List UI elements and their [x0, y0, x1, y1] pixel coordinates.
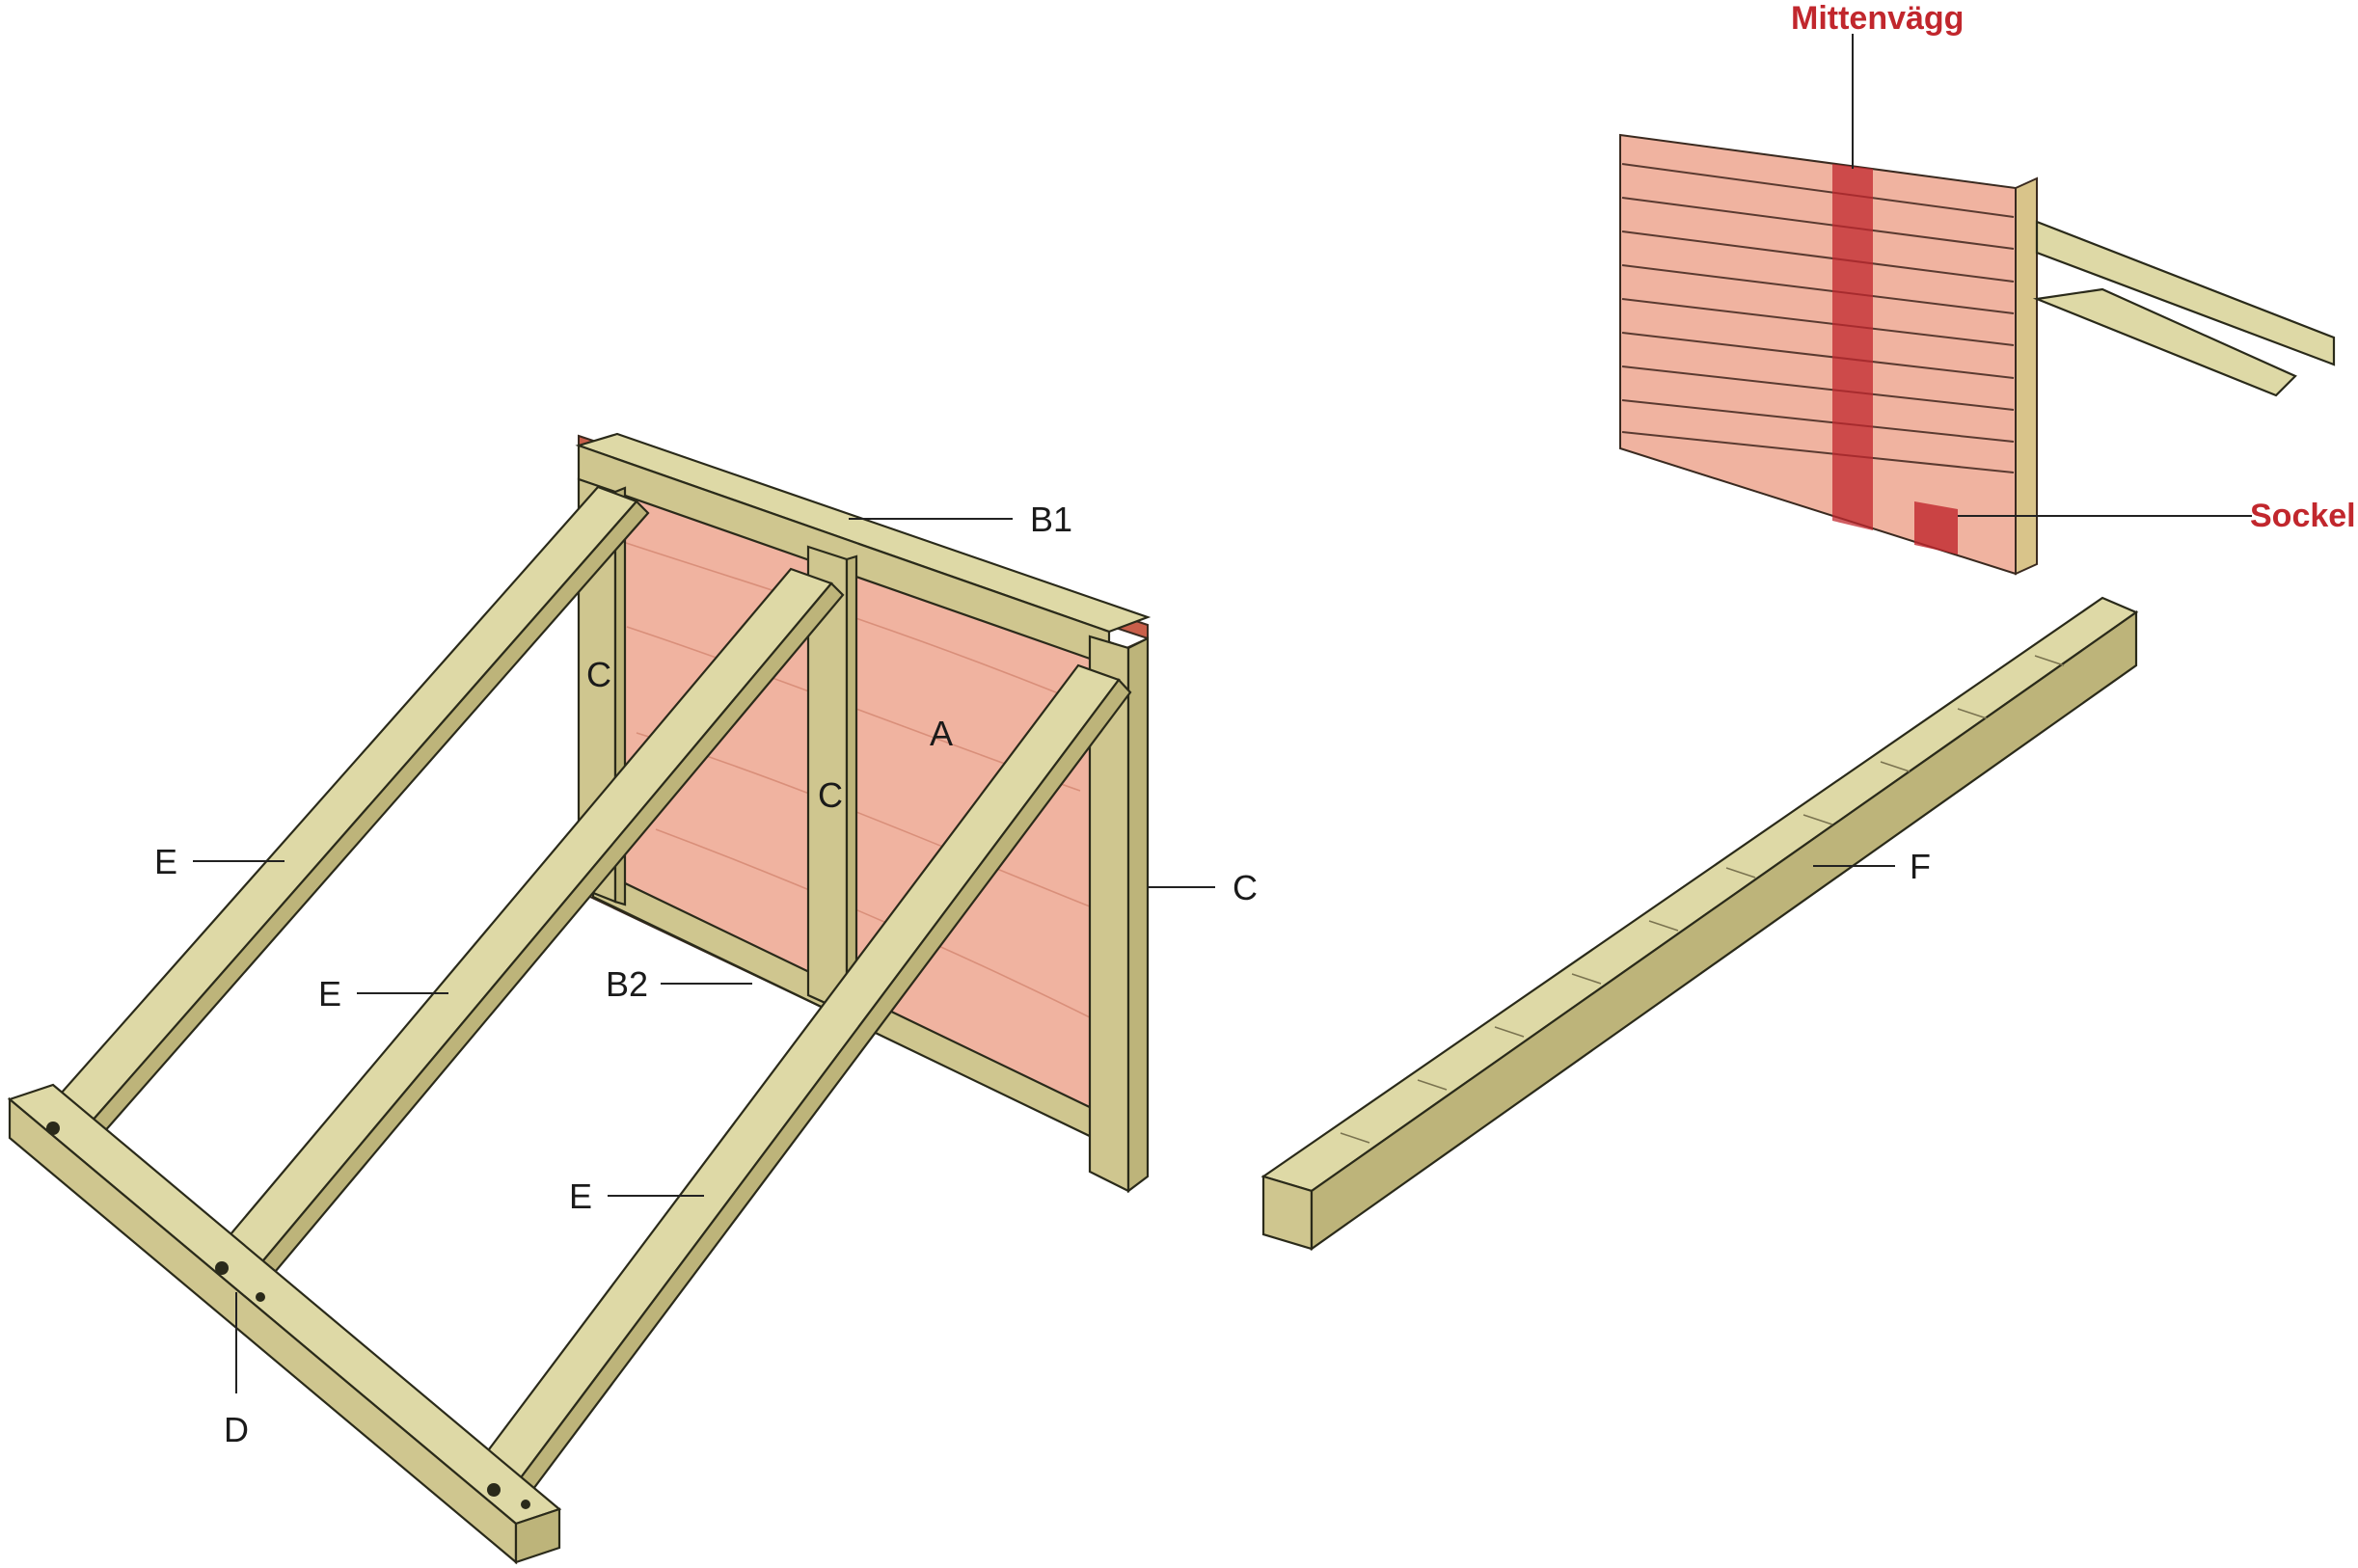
- label-d: D: [224, 1410, 249, 1449]
- sockel-block: [1914, 501, 1958, 554]
- label-a: A: [930, 714, 953, 753]
- brace-e-upper: [37, 485, 638, 1140]
- siding-lines: [1621, 163, 2015, 473]
- label-c-middle: C: [818, 775, 843, 815]
- label-sockel: Sockel: [2250, 498, 2356, 534]
- mittenvagg-strip: [1832, 164, 1873, 530]
- label-c-left: C: [586, 655, 611, 694]
- label-mittenvagg: Mittenvägg: [1791, 0, 1964, 37]
- label-e-upper: E: [154, 842, 177, 881]
- leader-lines: [193, 34, 2252, 1393]
- frame-assembly: [7, 432, 1152, 1565]
- label-e-middle: E: [318, 974, 341, 1014]
- wall-panel-assembly: [1619, 133, 2336, 576]
- label-e-lower: E: [569, 1176, 592, 1216]
- label-c-right: C: [1233, 868, 1258, 907]
- beam-f: [1260, 596, 2139, 1193]
- beam-d: [7, 1083, 562, 1526]
- label-f: F: [1910, 847, 1931, 886]
- beam-f-assembly: [1260, 596, 2139, 1252]
- label-b2: B2: [606, 964, 648, 1004]
- labels: B1 C A C C E E B2 E D F Mittenvägg Socke…: [154, 0, 2356, 1449]
- label-b1: B1: [1030, 500, 1072, 539]
